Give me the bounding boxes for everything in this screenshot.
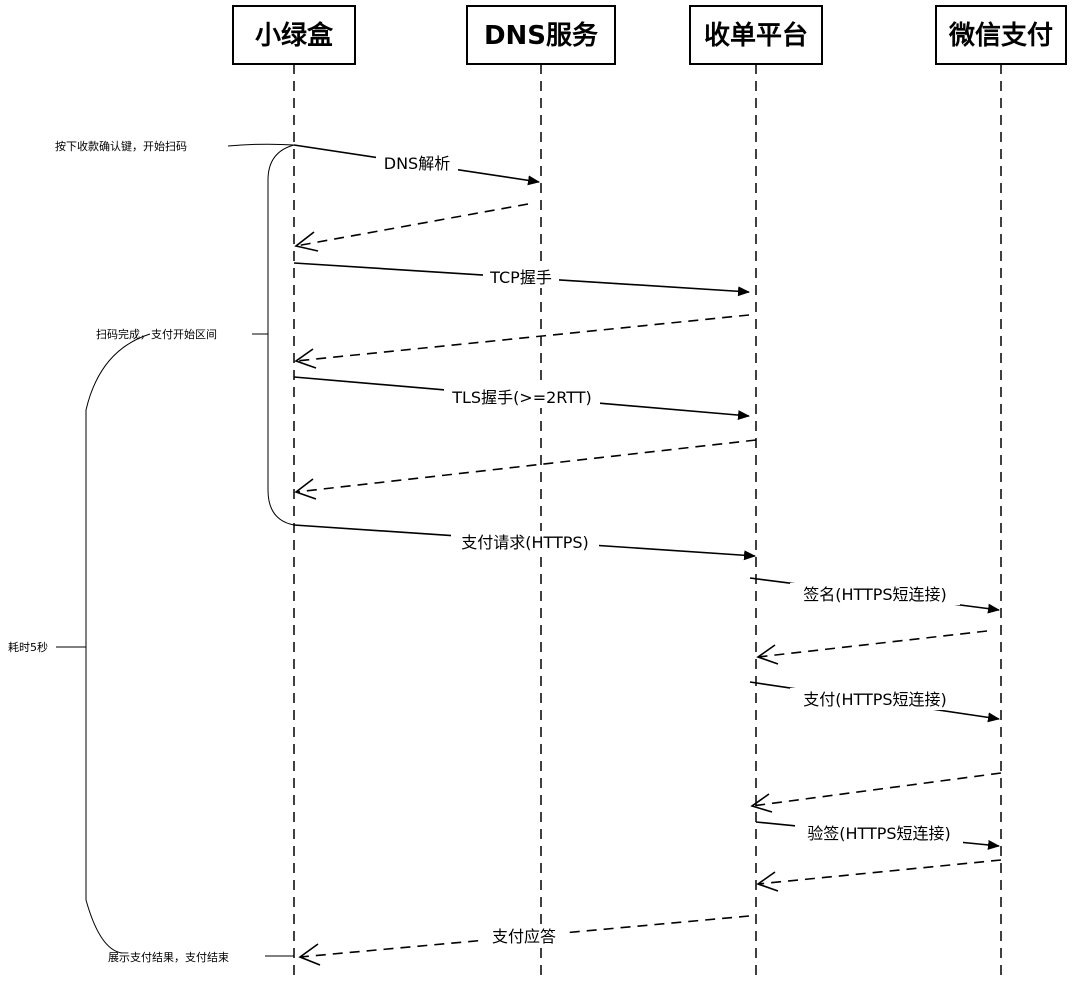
message-label-tcp-handshake: TCP握手 (489, 268, 552, 287)
bracket-connection-setup (267, 144, 295, 526)
return-arrowheads (294, 231, 779, 966)
participant-label-dns: DNS服务 (484, 21, 598, 51)
arrowhead-dns-reply (294, 231, 319, 252)
note-scan-done: 扫码完成，支付开始区间 (96, 327, 217, 341)
note-show-result: 展示支付结果，支付结束 (108, 951, 229, 964)
arrowhead-tls-reply (294, 478, 317, 500)
message-tls-reply (295, 439, 757, 493)
participant-platform: 收单平台 (689, 5, 823, 65)
leader-press-confirm (227, 143, 295, 147)
message-tcp-reply (295, 314, 750, 362)
note-duration: 耗时5秒 (8, 640, 48, 654)
message-verify-reply (757, 859, 1002, 885)
participant-label-platform: 收单平台 (704, 20, 808, 51)
message-label-verify-request: 验签(HTTPS短连接) (807, 824, 951, 843)
participant-label-box: 小绿盒 (255, 20, 334, 51)
message-label-pay-call: 支付(HTTPS短连接) (803, 690, 947, 709)
participant-label-wechat: 微信支付 (948, 20, 1053, 51)
participant-wechat: 微信支付 (935, 5, 1067, 65)
bracket-total-duration (85, 333, 151, 954)
arrowhead-tcp-reply (294, 348, 317, 369)
message-label-tls-handshake: TLS握手(>=2RTT) (451, 388, 592, 407)
arrowhead-verify-reply (756, 871, 779, 892)
message-dns-reply (295, 203, 529, 247)
messages: DNS解析 TCP握手 TLS握手(>=2RTT) 支付请求(HTTPS) 签名… (293, 144, 1002, 966)
message-label-pay-response: 支付应答 (492, 927, 556, 946)
message-label-pay-request: 支付请求(HTTPS) (461, 533, 589, 552)
participant-dns: DNS服务 (466, 5, 616, 65)
message-label-dns-resolve: DNS解析 (384, 154, 450, 173)
note-press-confirm: 按下收款确认键，开始扫码 (55, 139, 187, 153)
annotations: 按下收款确认键，开始扫码 扫码完成，支付开始区间 耗时5秒 展示支付结果，支付结… (8, 139, 295, 964)
message-pay-call-reply (751, 772, 1002, 807)
arrowhead-sign-reply (756, 644, 779, 665)
participant-box: 小绿盒 (232, 5, 356, 65)
arrowhead-pay-call-reply (750, 793, 773, 813)
message-label-sign-request: 签名(HTTPS短连接) (803, 585, 947, 604)
arrowhead-pay-response (298, 943, 321, 966)
message-sign-reply (757, 630, 988, 658)
